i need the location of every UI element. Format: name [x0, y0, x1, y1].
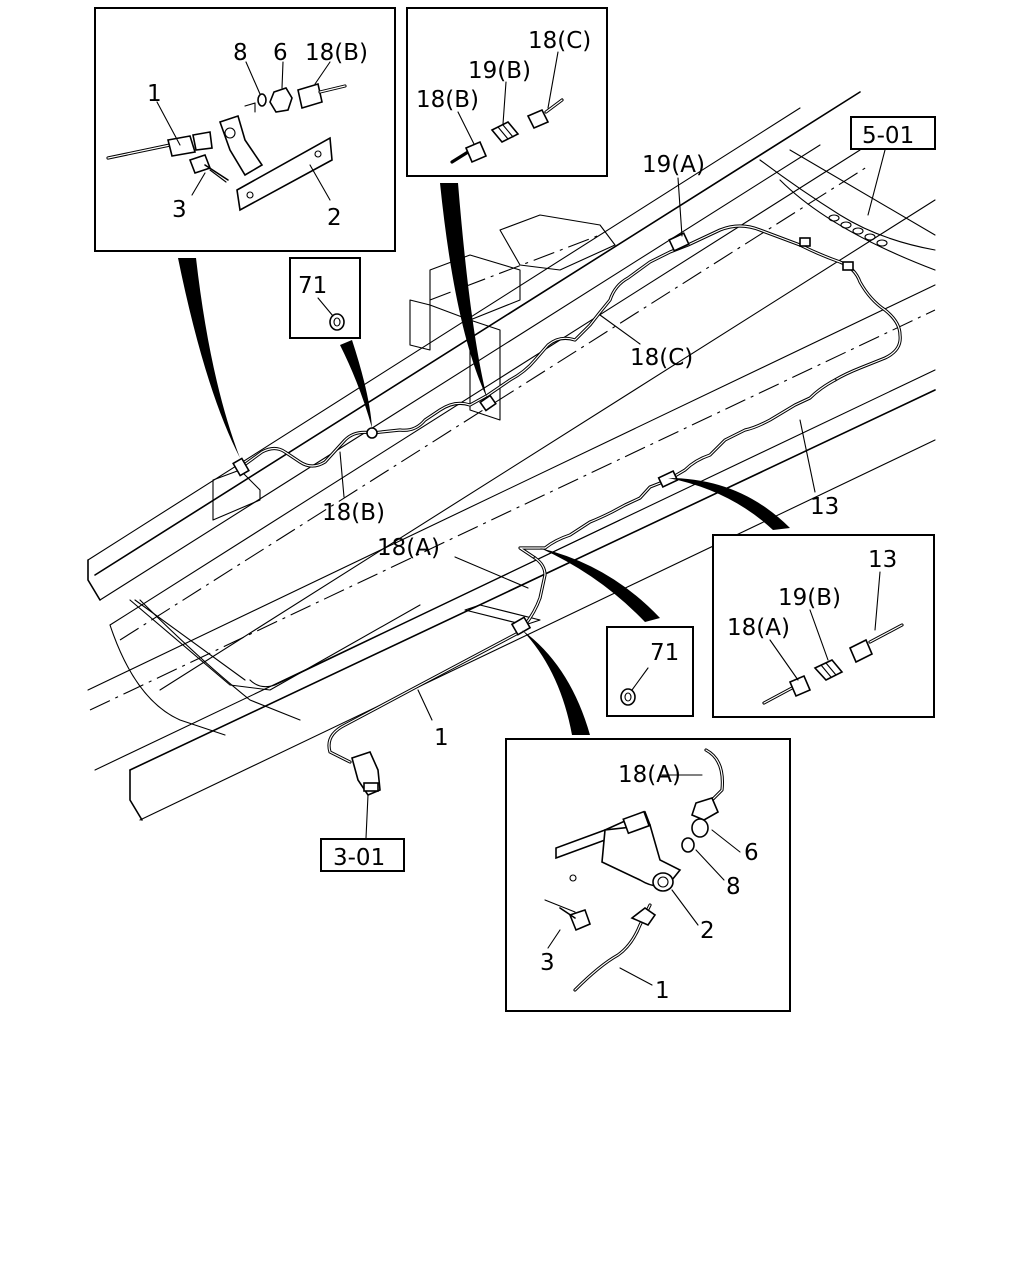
label-8: 8: [726, 874, 741, 900]
callout-joint-18a-13: 13 19(B) 18(A): [712, 534, 935, 718]
label-3: 3: [540, 950, 555, 976]
label-3: 3: [172, 197, 187, 223]
label-1: 1: [147, 81, 162, 107]
reference-5-01[interactable]: 5-01: [850, 116, 936, 216]
label-2: 2: [700, 918, 715, 944]
pipe-18b: [238, 430, 374, 470]
label-18a: 18(A): [618, 762, 681, 788]
label-18b: 18(B): [305, 40, 368, 66]
hose-1-main: [327, 630, 522, 764]
callout-joint-18b-18c: 18(C) 19(B) 18(B): [406, 7, 608, 177]
label-13-main: 13: [810, 494, 839, 520]
reference-label-5-01: 5-01: [862, 123, 914, 149]
callout-grommet-71-lower: 71: [606, 626, 694, 717]
main-labels: 19(A) 18(C) 18(B) 13 18(A) 1: [322, 152, 839, 751]
reference-label-3-01: 3-01: [333, 845, 385, 871]
label-19a: 19(A): [642, 152, 705, 178]
label-2: 2: [327, 205, 342, 231]
pipe-18a: [523, 556, 547, 627]
callout-grommet-71-upper: 71: [289, 257, 361, 339]
label-1-main: 1: [434, 725, 449, 751]
callout-pointers: [178, 183, 790, 735]
label-18c-main: 18(C): [630, 345, 693, 371]
chassis-frame: [87, 91, 936, 821]
callout-bracket-18b: 1 8 6 18(B) 3 2: [94, 7, 396, 252]
label-18c: 18(C): [528, 28, 591, 54]
label-19b: 19(B): [468, 58, 531, 84]
label-18a-main: 18(A): [377, 535, 440, 561]
label-6: 6: [273, 40, 288, 66]
label-8: 8: [233, 40, 248, 66]
label-19b: 19(B): [778, 585, 841, 611]
pipe-13: [518, 378, 837, 560]
label-18a: 18(A): [727, 615, 790, 641]
pipe-18c: [370, 224, 902, 435]
pipe-fittings: [232, 232, 854, 796]
label-71: 71: [298, 273, 327, 299]
label-71: 71: [650, 640, 679, 666]
label-18b: 18(B): [416, 87, 479, 113]
label-6: 6: [744, 840, 759, 866]
label-18b-main: 18(B): [322, 500, 385, 526]
reference-3-01[interactable]: 3-01: [320, 794, 405, 872]
label-1: 1: [655, 978, 670, 1004]
label-13: 13: [868, 547, 897, 573]
callout-bracket-18a: 18(A) 6 8 2 3 1: [505, 738, 791, 1012]
